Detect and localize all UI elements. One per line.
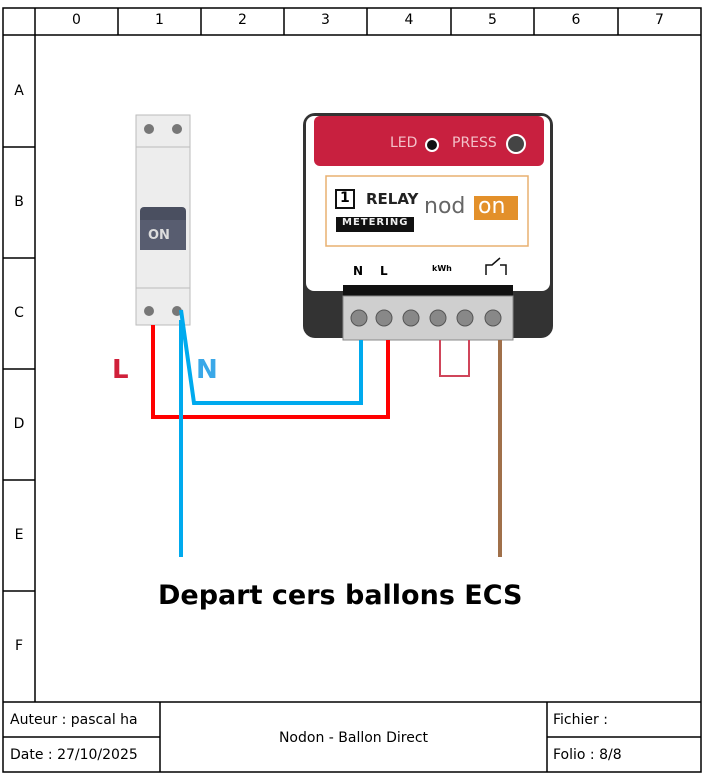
terminal-n-label: N: [353, 264, 364, 278]
row-label: E: [14, 527, 24, 543]
nodon-relay-module: [303, 113, 553, 377]
row-label: A: [14, 83, 24, 99]
column-label: 2: [238, 12, 247, 28]
column-label: 0: [72, 12, 81, 28]
column-label: 1: [155, 12, 164, 28]
footer-folio: Folio : 8/8: [553, 747, 622, 763]
circuit-breaker: [135, 114, 191, 326]
footer-title: Nodon - Ballon Direct: [278, 729, 429, 746]
led-label: LED: [390, 135, 418, 151]
relay-label: RELAY: [366, 190, 419, 208]
metering-label: METERING: [342, 217, 409, 228]
neutral-label: N: [196, 355, 218, 385]
press-label: PRESS: [452, 135, 497, 151]
brand-logo-on: on: [478, 194, 506, 219]
phase-label: L: [112, 355, 129, 385]
brand-logo: nod: [424, 194, 466, 219]
column-label: 4: [404, 12, 414, 28]
row-label: B: [14, 194, 24, 210]
row-label: C: [14, 305, 24, 321]
column-label: 5: [488, 12, 497, 28]
wiring: [151, 309, 502, 557]
footer-author: Auteur : pascal ha: [10, 712, 138, 728]
row-label: F: [14, 638, 24, 654]
row-label: D: [13, 416, 25, 432]
relay-count: 1: [340, 190, 350, 206]
column-label: 7: [655, 12, 664, 28]
footer-date: Date : 27/10/2025: [10, 747, 138, 763]
footer-file: Fichier :: [553, 712, 608, 728]
terminal-l-label: L: [380, 264, 388, 278]
column-label: 6: [571, 12, 581, 28]
terminal-kwh-label: kWh: [432, 264, 452, 273]
breaker-on-label: ON: [148, 228, 170, 243]
caption: Depart cers ballons ECS: [158, 580, 523, 611]
column-label: 3: [321, 12, 330, 28]
